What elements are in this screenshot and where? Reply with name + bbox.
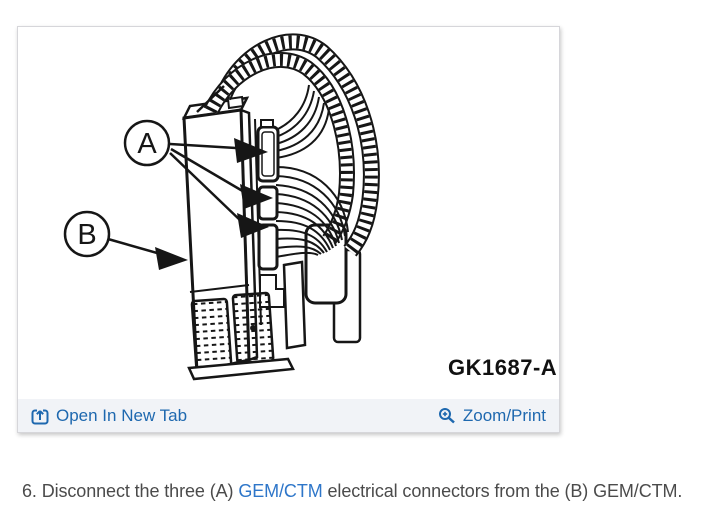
loose-wire-line	[196, 85, 225, 113]
zoom-print-label: Zoom/Print	[462, 406, 546, 425]
connector-3	[257, 223, 279, 271]
arrowhead	[237, 213, 269, 238]
zoom-print-link[interactable]: Zoom/Print	[438, 407, 546, 425]
pin-grid-left	[190, 297, 233, 371]
callout-b: B	[63, 210, 188, 270]
gem-ctm-link[interactable]: GEM/CTM	[238, 481, 323, 501]
electrical-connectors	[256, 119, 285, 308]
callout-a-circle	[123, 119, 171, 167]
arrowhead	[240, 184, 273, 209]
pin-grids	[187, 291, 295, 381]
connector-2	[257, 185, 279, 221]
callout-b-letter: B	[77, 219, 96, 251]
figure-card: A B GK1687-A Open In New Tab	[17, 26, 560, 433]
open-in-new-tab-icon	[31, 408, 49, 424]
corrugated-harness-tube-outer	[215, 33, 380, 257]
figure-code: GK1687-A	[448, 355, 557, 380]
figure-toolbar: Open In New Tab Zoom/Print	[18, 399, 559, 432]
diagram-area: A B GK1687-A	[18, 27, 559, 399]
instruction-text: 6. Disconnect the three (A) GEM/CTM elec…	[22, 481, 682, 502]
open-in-new-tab-link[interactable]: Open In New Tab	[31, 407, 187, 425]
open-in-new-tab-label: Open In New Tab	[56, 406, 188, 425]
magnifier-plus-icon	[438, 407, 455, 423]
wire-bundle	[275, 84, 349, 258]
wiring-diagram: A B GK1687-A	[63, 33, 557, 381]
callout-b-circle	[63, 210, 111, 258]
arrowhead	[234, 138, 268, 163]
callout-a-letter: A	[137, 128, 157, 160]
base-plate	[187, 357, 295, 381]
instruction-prefix: 6. Disconnect the three (A)	[22, 481, 239, 501]
callout-a: A	[123, 119, 273, 238]
instruction-suffix: electrical connectors from the (B) GEM/C…	[322, 481, 683, 501]
arrowhead	[155, 247, 188, 270]
corrugated-harness-tube-inner	[203, 51, 355, 245]
